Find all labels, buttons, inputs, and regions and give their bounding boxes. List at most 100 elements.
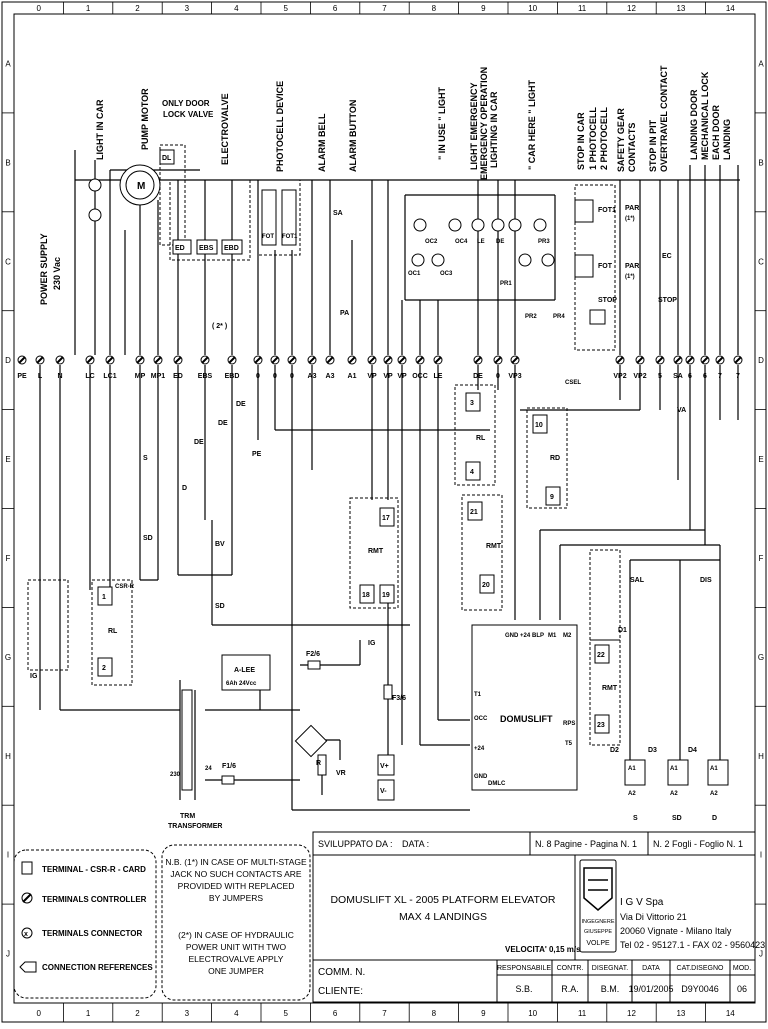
stop-button xyxy=(589,309,606,325)
lbl-f26: F2/6 xyxy=(306,651,320,658)
lbl-de: DE xyxy=(496,239,504,245)
label-light-in-car: LIGHT IN CAR xyxy=(95,99,105,160)
grid-row-label: J xyxy=(759,950,763,959)
terminal-label: EBD xyxy=(225,373,240,380)
grid-row-label: I xyxy=(7,851,9,860)
grid-col-label: 0 xyxy=(36,1009,41,1018)
grid-col-label: 2 xyxy=(135,4,140,13)
grid-col-label: 4 xyxy=(234,1009,239,1018)
card-22 xyxy=(594,644,610,664)
lbl-n17: 17 xyxy=(382,515,390,522)
lbl-transformer: TRANSFORMER xyxy=(168,823,222,830)
terminal: EBD xyxy=(225,355,240,380)
tb-pagine: N. 8 Pagine - Pagina N. 1 xyxy=(535,839,637,849)
terminal-label: VP xyxy=(397,373,407,380)
terminal: A3 xyxy=(325,355,335,380)
terminal-label: EBS xyxy=(198,373,213,380)
lbl-vplus: V+ xyxy=(380,763,389,770)
title-block-text: SVILUPPATO DA : DATA : N. 8 Pagine - Pag… xyxy=(318,839,765,997)
lbl-n18: 18 xyxy=(362,592,370,599)
legend-connector-x: x xyxy=(24,931,28,938)
terminal: N xyxy=(55,355,65,380)
grid-row-label: E xyxy=(5,455,10,464)
lbl-n23: 23 xyxy=(597,722,605,729)
tb-col-mod: MOD. xyxy=(733,965,751,972)
grid-col-label: 13 xyxy=(676,4,685,13)
lbl-stop: STOP xyxy=(598,297,617,304)
lbl-oc3: OC3 xyxy=(440,271,453,277)
label-in-use-light: " IN USE " LIGHT xyxy=(437,86,447,160)
lbl-two-star: ( 2* ) xyxy=(212,323,227,330)
lbl-24pin: +24 xyxy=(520,633,531,639)
terminal-label: MP xyxy=(135,373,146,380)
title-block xyxy=(312,831,756,1003)
tb-address-3: Tel 02 - 95127.1 - FAX 02 - 9560423 xyxy=(620,940,765,950)
lbl-pr4: PR4 xyxy=(553,314,565,320)
lbl-bv: BV xyxy=(215,541,225,548)
ebs-coil xyxy=(196,239,218,255)
tb-col-data: DATA xyxy=(642,965,660,972)
grid-row-label: H xyxy=(5,752,11,761)
grid-row-label: G xyxy=(758,653,764,662)
grid-col-label: 14 xyxy=(726,1009,735,1018)
tb-title-2: MAX 4 LANDINGS xyxy=(399,911,487,923)
lbl-occ: OCC xyxy=(474,716,488,722)
lbl-d3: D3 xyxy=(648,747,657,754)
note-line-3: PROVIDED WITH REPLACED xyxy=(178,881,295,891)
vplus-box xyxy=(377,754,395,776)
lbl-n3: 3 xyxy=(470,400,474,407)
terminal: 6 xyxy=(700,355,710,380)
lbl-n10: 10 xyxy=(535,422,543,429)
lbl-de1: DE xyxy=(236,401,246,408)
label-emergency-operation: EMERGENCY OPERATION xyxy=(479,67,489,180)
lbl-ec: EC xyxy=(662,253,672,260)
lbl-oc2: OC2 xyxy=(425,239,438,245)
terminal: A1 xyxy=(347,355,357,380)
card-18 xyxy=(359,584,375,604)
grid-col-label: 0 xyxy=(36,4,41,13)
terminal-label: 5 xyxy=(658,373,662,380)
lbl-gnd: GND xyxy=(505,633,519,639)
terminal-label: OCC xyxy=(412,373,428,380)
terminal: L xyxy=(35,355,45,380)
lbl-ebs: EBS xyxy=(199,245,214,252)
terminal: EBS xyxy=(198,355,213,380)
card-23 xyxy=(594,714,610,734)
lbl-24in: +24 xyxy=(474,746,485,752)
terminal: DE xyxy=(473,355,483,380)
tb-cliente: CLIENTE: xyxy=(318,986,363,997)
terminal: 5 xyxy=(655,355,665,380)
note-line-7: ELECTROVALVE APPLY xyxy=(189,954,284,964)
terminal-label: LE xyxy=(434,373,443,380)
terminal: 0 xyxy=(253,355,263,380)
grid-col-label: 6 xyxy=(333,4,338,13)
grid-col-label: 7 xyxy=(382,1009,387,1018)
grid-col-label: 8 xyxy=(432,4,437,13)
lbl-d-out: D xyxy=(712,815,717,822)
lbl-t5: T5 xyxy=(565,741,573,747)
lbl-rmt: RMT xyxy=(368,548,384,555)
lbl-csr: CSR-R xyxy=(115,584,135,590)
lbl-a2a: A2 xyxy=(628,791,636,797)
lbl-fot1: FOT1 xyxy=(282,234,298,240)
terminal: MP xyxy=(135,355,146,380)
lbl-m2: M2 xyxy=(563,633,572,639)
terminal: 0 xyxy=(493,355,503,380)
lbl-rmt2: RMT xyxy=(486,543,502,550)
grid-row-label: B xyxy=(5,158,10,167)
terminal: LE xyxy=(433,355,443,380)
lbl-domuslift: DOMUSLIFT xyxy=(500,714,553,724)
grid-row-label: J xyxy=(6,950,10,959)
card-3 xyxy=(465,392,481,412)
lbl-sa: SA xyxy=(333,210,343,217)
lbl-24: 24 xyxy=(205,766,212,772)
terminal-label: L xyxy=(38,373,43,380)
label-car-here-light: " CAR HERE " LIGHT xyxy=(527,79,537,170)
terminal-label: DE xyxy=(473,373,483,380)
tb-company: I G V Spa xyxy=(620,897,664,908)
wiring xyxy=(39,150,740,811)
terminal: VP3 xyxy=(508,355,522,380)
grid-col-label: 9 xyxy=(481,1009,486,1018)
label-stop-in-pit: STOP IN PIT xyxy=(648,119,658,172)
